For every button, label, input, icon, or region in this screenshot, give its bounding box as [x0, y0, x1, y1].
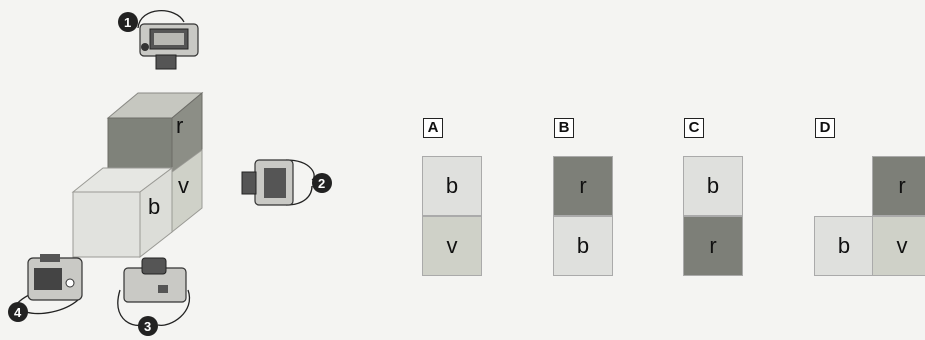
label-r-top: r — [176, 113, 183, 138]
camera-3-icon: 3 — [117, 257, 191, 336]
option-d-cell-3: v — [872, 216, 925, 276]
camera-4-icon: 4 — [8, 254, 83, 322]
lower-cube-v-face — [171, 149, 203, 234]
option-b-cell-1: r — [553, 156, 613, 216]
camera-1-icon: 1 — [118, 10, 199, 70]
label-v: v — [178, 173, 189, 198]
label-b: b — [148, 194, 160, 219]
option-a-cell-1: b — [422, 156, 482, 216]
option-a-letter[interactable]: A — [423, 118, 443, 138]
option-d-cell-2: b — [814, 216, 874, 276]
option-a-cell-2: v — [422, 216, 482, 276]
option-c-cell-2: r — [683, 216, 743, 276]
option-b-cell-2: b — [553, 216, 613, 276]
option-d-cell-1: r — [872, 156, 925, 216]
camera-2-icon: 2 — [241, 159, 332, 206]
camera-1-number: 1 — [124, 15, 131, 30]
camera-2-number: 2 — [318, 176, 325, 191]
option-c-letter[interactable]: C — [684, 118, 704, 138]
upper-cube-left — [107, 117, 173, 173]
option-b-letter[interactable]: B — [554, 118, 574, 138]
option-d-letter[interactable]: D — [815, 118, 835, 138]
camera-4-number: 4 — [14, 305, 22, 320]
option-c-cell-1: b — [683, 156, 743, 216]
lower-cube-front — [72, 191, 141, 258]
camera-3-number: 3 — [144, 319, 151, 334]
